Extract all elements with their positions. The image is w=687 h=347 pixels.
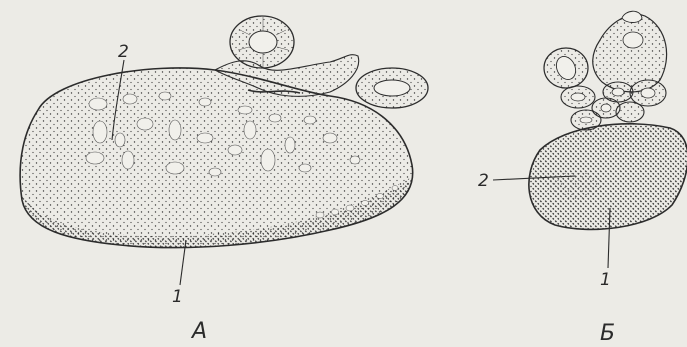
label-b-2: 2 bbox=[478, 171, 489, 191]
panel-b: 2 1 Б bbox=[478, 11, 687, 346]
label-a-1: 1 bbox=[172, 287, 183, 307]
label-b-1: 1 bbox=[600, 270, 611, 290]
label-a-2: 2 bbox=[118, 42, 129, 62]
panel-a: 2 1 А bbox=[10, 16, 428, 344]
tubules-b bbox=[544, 11, 667, 130]
panel-a-letter: А bbox=[190, 319, 207, 344]
panel-b-letter: Б bbox=[600, 321, 615, 346]
